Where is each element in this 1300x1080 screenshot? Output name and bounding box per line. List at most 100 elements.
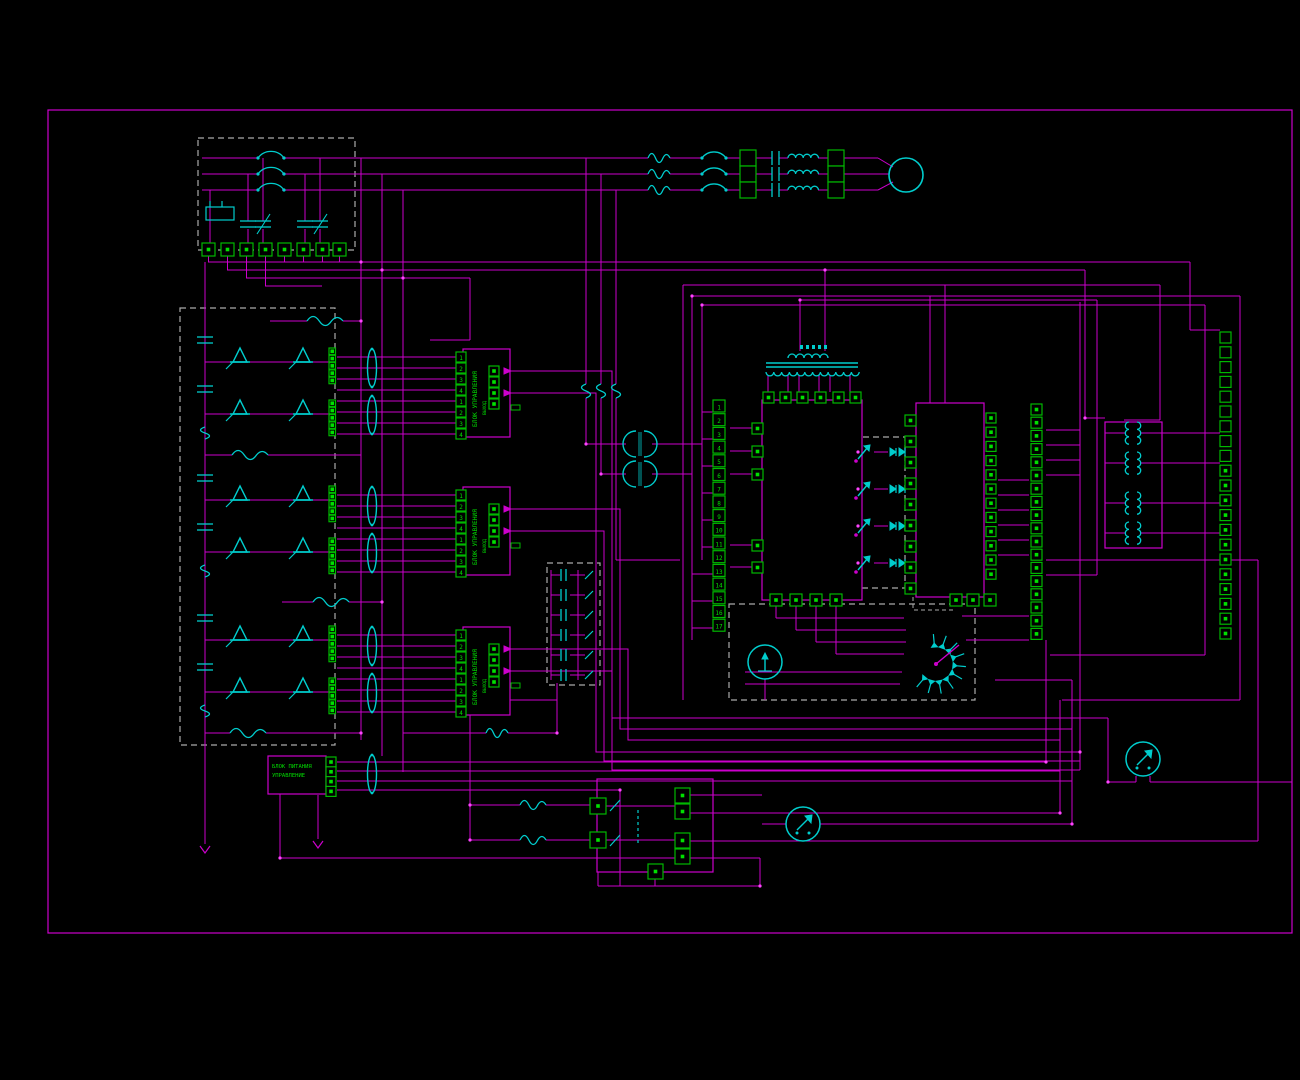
contact-dot bbox=[256, 188, 260, 192]
terminal-square[interactable] bbox=[712, 413, 726, 427]
terminal-square[interactable] bbox=[712, 454, 726, 468]
driver-indicator bbox=[510, 404, 521, 411]
label-text: 4 bbox=[459, 710, 463, 717]
terminal-square[interactable] bbox=[712, 563, 726, 578]
symbol bbox=[503, 527, 513, 535]
terminal-square[interactable] bbox=[455, 417, 467, 429]
symbol bbox=[761, 651, 769, 660]
terminal-square[interactable] bbox=[455, 395, 467, 407]
terminal-square[interactable] bbox=[1219, 449, 1232, 462]
terminal-square[interactable] bbox=[455, 629, 467, 641]
wire bbox=[225, 691, 234, 700]
current-transformer[interactable] bbox=[366, 673, 378, 713]
terminal-square[interactable] bbox=[455, 566, 467, 578]
terminal-square[interactable] bbox=[455, 351, 467, 363]
terminal-square[interactable] bbox=[455, 695, 467, 707]
terminal-square[interactable] bbox=[455, 522, 467, 534]
terminal-square[interactable] bbox=[712, 426, 726, 440]
symbol bbox=[584, 630, 594, 640]
symbol bbox=[937, 643, 946, 650]
driver-indicator bbox=[510, 682, 521, 689]
terminal-square[interactable] bbox=[455, 651, 467, 663]
terminal-square[interactable] bbox=[1219, 331, 1232, 344]
voltmeter[interactable] bbox=[1125, 741, 1161, 777]
symbol bbox=[647, 184, 671, 196]
terminal-square[interactable] bbox=[1219, 435, 1232, 448]
three-phase-motor[interactable] bbox=[888, 157, 924, 193]
terminal-square[interactable] bbox=[1219, 390, 1232, 403]
contactor-terminal[interactable] bbox=[827, 181, 845, 199]
symbol bbox=[952, 661, 958, 670]
symbol bbox=[942, 675, 949, 682]
terminal-square[interactable] bbox=[455, 362, 467, 374]
contactor-terminal[interactable] bbox=[827, 149, 845, 167]
terminal-square[interactable] bbox=[455, 555, 467, 567]
current-transformer[interactable] bbox=[366, 395, 378, 435]
terminal-square[interactable] bbox=[712, 440, 726, 454]
terminal-blocks[interactable] bbox=[201, 149, 1232, 880]
contactor-terminal[interactable] bbox=[739, 181, 757, 199]
terminal-mark bbox=[989, 458, 993, 463]
terminal-square[interactable] bbox=[455, 533, 467, 545]
symbol bbox=[580, 383, 592, 399]
terminal-square[interactable] bbox=[1219, 375, 1232, 388]
terminal-square[interactable] bbox=[1219, 361, 1232, 374]
terminal-square[interactable] bbox=[712, 591, 726, 605]
terminal-square[interactable] bbox=[1219, 405, 1232, 418]
current-transformer[interactable] bbox=[366, 533, 378, 573]
terminal-square[interactable] bbox=[1219, 346, 1232, 359]
terminal-square[interactable] bbox=[455, 373, 467, 385]
terminal-square[interactable] bbox=[712, 618, 726, 632]
ammeter[interactable] bbox=[785, 806, 821, 842]
terminal-square[interactable] bbox=[712, 536, 726, 550]
contactor-terminal[interactable] bbox=[739, 149, 757, 167]
wire bbox=[288, 691, 297, 700]
terminal-mark bbox=[755, 565, 760, 570]
terminal-mark bbox=[989, 529, 993, 534]
terminal-square[interactable] bbox=[455, 662, 467, 674]
terminal-square[interactable] bbox=[1219, 420, 1232, 433]
terminal-square[interactable] bbox=[712, 481, 726, 495]
symbol bbox=[934, 679, 943, 686]
terminal-square[interactable] bbox=[712, 509, 726, 523]
terminal-square[interactable] bbox=[712, 495, 726, 509]
terminal-square[interactable] bbox=[455, 511, 467, 523]
contactor-terminal[interactable] bbox=[739, 165, 757, 183]
terminal-mark bbox=[989, 444, 993, 449]
dc-meter[interactable] bbox=[747, 644, 783, 680]
terminal-square[interactable] bbox=[712, 467, 726, 482]
terminal-square[interactable] bbox=[455, 428, 467, 440]
terminal-mark bbox=[1034, 632, 1039, 636]
terminal-square[interactable] bbox=[712, 550, 726, 564]
label-text: 11 bbox=[715, 541, 723, 548]
terminal-square[interactable] bbox=[712, 522, 726, 536]
symbol bbox=[231, 676, 249, 693]
terminal-mark bbox=[989, 473, 993, 477]
terminal-square[interactable] bbox=[455, 684, 467, 696]
symbol bbox=[862, 481, 871, 490]
terminal-square[interactable] bbox=[712, 577, 726, 591]
junction-dot bbox=[468, 803, 472, 807]
terminal-square[interactable] bbox=[455, 384, 467, 396]
current-transformer[interactable] bbox=[366, 754, 378, 794]
terminal-square[interactable] bbox=[455, 673, 467, 685]
contactor-terminal[interactable] bbox=[827, 165, 845, 183]
terminal-square[interactable] bbox=[455, 500, 467, 512]
terminal-mark bbox=[330, 679, 335, 684]
components[interactable] bbox=[197, 150, 1163, 873]
symbol bbox=[862, 555, 871, 564]
terminal-mark bbox=[330, 568, 335, 573]
symbol bbox=[503, 367, 513, 375]
junction-dot bbox=[1070, 822, 1074, 826]
terminal-square[interactable] bbox=[455, 406, 467, 418]
terminal-square[interactable] bbox=[455, 640, 467, 652]
terminal-square[interactable] bbox=[712, 604, 726, 619]
terminal-square[interactable] bbox=[455, 706, 467, 718]
label-text: 1 bbox=[459, 677, 463, 684]
terminal-square[interactable] bbox=[712, 399, 726, 413]
terminal-square[interactable] bbox=[455, 489, 467, 501]
symbol bbox=[312, 840, 324, 850]
junction-dot bbox=[599, 472, 603, 476]
terminal-square[interactable] bbox=[455, 544, 467, 556]
